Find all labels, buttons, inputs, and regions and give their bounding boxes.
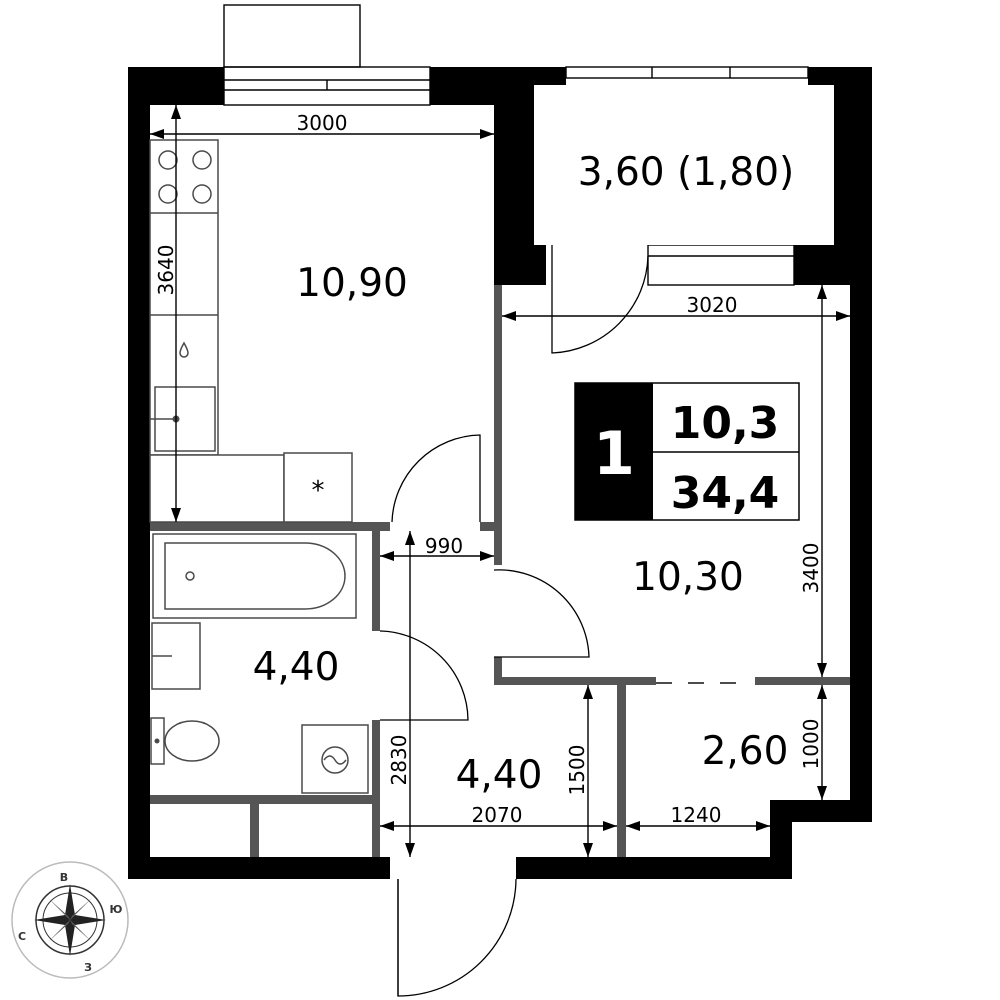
bedroom-area-label: 10,30 xyxy=(632,555,744,600)
closet-area-label: 2,60 xyxy=(702,729,789,774)
kitchen-fixtures: * xyxy=(149,139,353,523)
dim-hall-partial: 1500 xyxy=(565,745,589,796)
dim-hall-width: 2070 xyxy=(472,803,523,827)
dimension-lines xyxy=(150,105,850,857)
bath-drain-icon xyxy=(185,571,195,581)
dim-closet-depth: 1000 xyxy=(799,719,823,770)
summary-badge: 1 10,3 34,4 xyxy=(574,382,800,521)
compass-east: Ю xyxy=(110,903,123,916)
bedroom-door xyxy=(493,569,590,658)
rooms-count-box xyxy=(575,383,653,520)
dim-hall-depth: 2830 xyxy=(387,735,411,786)
bathroom-area-label: 4,40 xyxy=(253,645,340,690)
hall-area-label: 4,40 xyxy=(456,753,543,798)
compass-south: З xyxy=(84,961,92,974)
dim-bedroom-depth: 3400 xyxy=(799,543,823,594)
balcony-door xyxy=(551,245,649,354)
toilet-icon xyxy=(150,717,220,765)
interior-partitions xyxy=(150,285,850,857)
dimension-labels: 3000 3640 3020 3400 1000 990 2830 2070 1… xyxy=(154,111,823,827)
rooms-count: 1 xyxy=(593,419,635,489)
bathtub-basin xyxy=(164,542,346,610)
room-areas: 10,90 3,60 (1,80) 10,30 4,40 4,40 2,60 xyxy=(253,150,795,798)
living-area-value: 10,3 xyxy=(671,398,780,449)
stove-icon xyxy=(158,150,212,204)
doors xyxy=(379,245,649,997)
water-drop-icon xyxy=(179,341,189,358)
windows xyxy=(223,4,809,684)
dim-corridor-width: 990 xyxy=(425,534,463,558)
compass-west: С xyxy=(18,930,26,943)
kitchen-area-label: 10,90 xyxy=(296,261,408,306)
entrance-door xyxy=(397,878,517,997)
balcony-area-label: 3,60 (1,80) xyxy=(578,150,795,195)
balcony xyxy=(534,85,834,245)
compass-north: В xyxy=(60,871,68,884)
fridge xyxy=(283,452,353,523)
compass-icon: В Ю З С xyxy=(11,861,129,979)
dim-kitchen-width: 3000 xyxy=(297,111,348,135)
exterior-walls xyxy=(128,67,872,879)
washing-machine-icon xyxy=(301,724,369,794)
dim-bedroom-width: 3020 xyxy=(687,293,738,317)
dim-kitchen-depth: 3640 xyxy=(154,245,178,296)
kitchen-door xyxy=(391,434,481,523)
bathroom-door xyxy=(379,630,469,721)
total-area-value: 34,4 xyxy=(671,468,780,519)
dim-closet-width: 1240 xyxy=(671,803,722,827)
bathroom-fixtures xyxy=(150,533,369,794)
fridge-icon: * xyxy=(312,476,325,506)
